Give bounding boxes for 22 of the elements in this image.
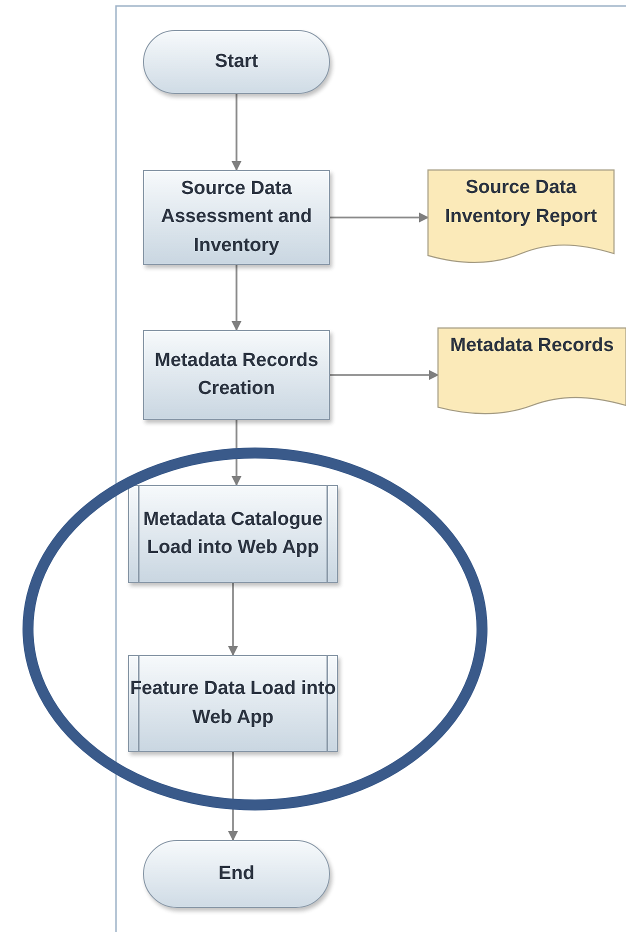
arrow [330,212,429,222]
node-label: Metadata Records [450,334,614,358]
arrow [232,94,242,171]
node-label: Start [214,50,258,74]
predefined-process-box [128,655,338,752]
node-label: Source Data Inventory Report [444,176,598,228]
arrow [228,752,238,841]
node-label: Metadata Records Creation [154,348,320,401]
document-shape [428,170,614,265]
node-label: Metadata Catalogue Load into Web App [142,508,324,560]
node-label: Feature Data Load into Web App [129,677,337,730]
arrow [330,370,439,380]
terminator-pill [143,840,330,908]
terminator-pill [143,30,330,94]
process-box [143,330,330,420]
arrow [232,265,242,331]
node-label: Source Data Assessment and Inventory [160,176,313,258]
arrow [228,583,238,656]
predefined-process-box [128,485,338,583]
process-box [143,170,330,265]
node-label: End [218,862,254,886]
document-shape [438,328,626,416]
